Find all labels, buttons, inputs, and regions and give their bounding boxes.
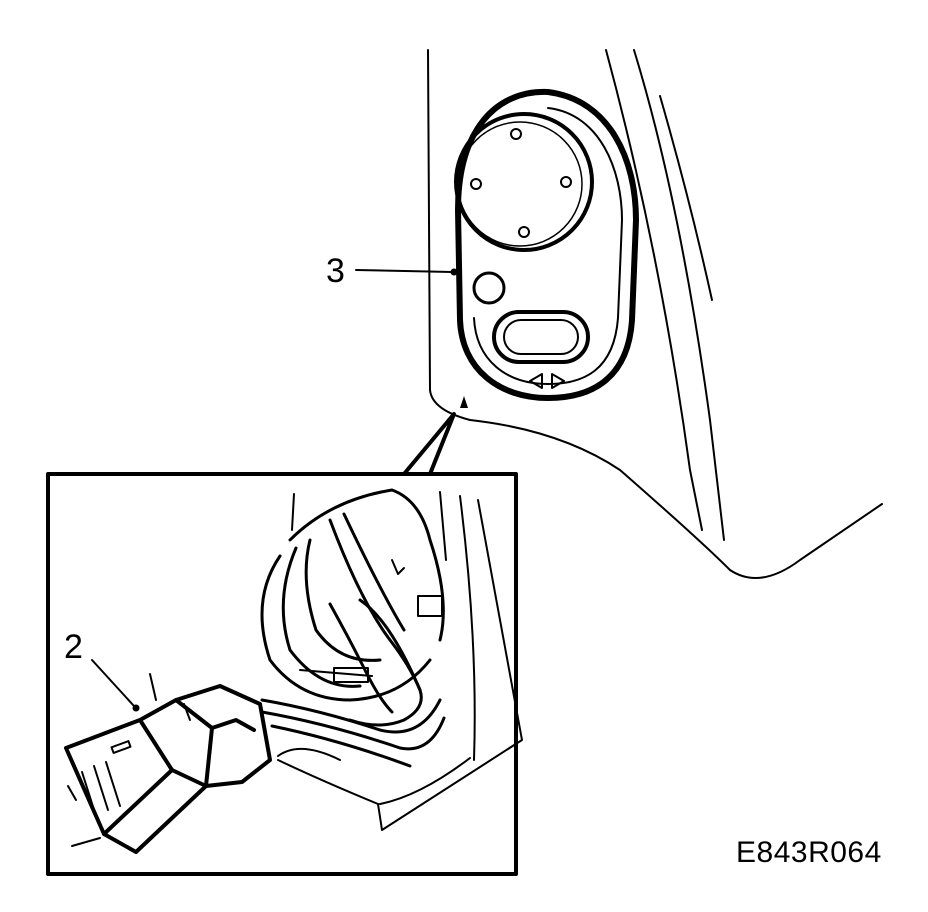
- right-arrow-icon: [551, 373, 565, 389]
- switch-bezel-inner: [473, 107, 623, 385]
- knob-dot-right: [560, 176, 572, 188]
- fold-button: [472, 271, 506, 305]
- leader-2: [91, 659, 140, 712]
- knob-dot-top: [510, 128, 522, 140]
- mirror-switch: [454, 88, 639, 401]
- selector-switch: [492, 310, 590, 364]
- left-arrow-icon: [529, 373, 543, 389]
- adjust-knob-inner: [457, 121, 583, 247]
- leader-3: [355, 268, 458, 276]
- detail-frame: [46, 472, 518, 876]
- selector-switch-inner: [503, 319, 579, 355]
- door-panel: [427, 49, 883, 579]
- wiring-harness: [260, 488, 446, 768]
- figure-reference-code: E843R064: [736, 836, 882, 869]
- knob-dot-left: [470, 178, 482, 190]
- detail-pointer: [402, 396, 468, 476]
- switch-bezel: [455, 88, 639, 401]
- callout-label-3: 3: [326, 252, 345, 290]
- knob-dot-bottom: [518, 226, 530, 238]
- connector-2: [64, 673, 272, 854]
- callout-label-2: 2: [64, 628, 83, 666]
- detail-panel: [277, 491, 523, 831]
- adjust-knob: [454, 112, 594, 252]
